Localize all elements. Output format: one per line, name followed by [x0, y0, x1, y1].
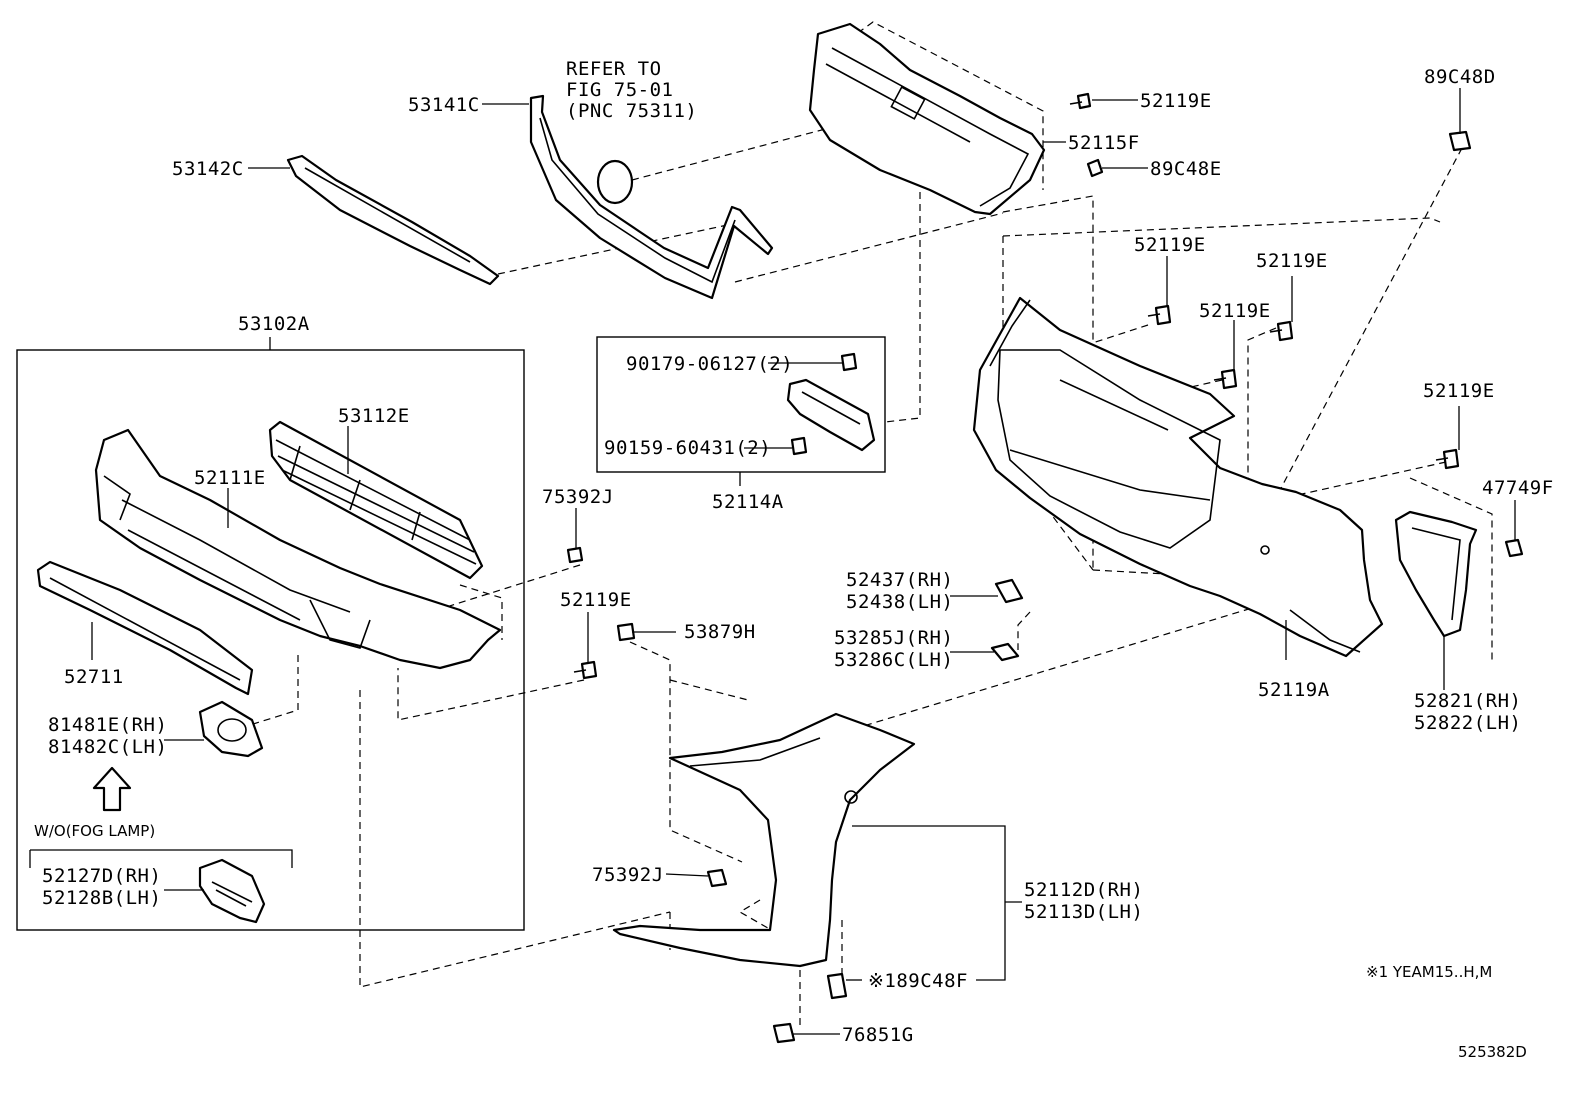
bolt-icon: [1435, 448, 1460, 470]
part-52127D-cover: [198, 858, 266, 924]
clip-icon: [566, 546, 584, 564]
label-53112E: 53112E: [338, 405, 410, 427]
leader-lines: [91, 88, 1516, 1035]
label-wo-fog-lamp: W/O(FOG LAMP): [34, 822, 155, 840]
label-52119A: 52119A: [1258, 679, 1330, 701]
part-81481E-fog-cover: [198, 700, 264, 758]
part-53141C-grille-frame: [529, 94, 774, 300]
label-90179: 90179-06127(2): [626, 353, 793, 375]
label-52119E-d: 52119E: [1423, 380, 1495, 402]
label-75392J-a: 75392J: [542, 486, 614, 508]
part-75311-emblem: [596, 159, 634, 205]
diagram-id: 525382D: [1458, 1043, 1527, 1061]
label-75392J-b: 75392J: [592, 864, 664, 886]
label-52821: 52821(RH): [1414, 690, 1521, 712]
label-52437: 52437(RH): [846, 569, 953, 591]
label-53285J: 53285J(RH): [834, 627, 953, 649]
label-52127D: 52127D(RH): [42, 865, 161, 887]
part-52115F-upper-retainer: [808, 22, 1046, 216]
label-52119E-a: 52119E: [1134, 234, 1206, 256]
part-52711-molding: [36, 560, 254, 696]
label-52114A: 52114A: [712, 491, 784, 513]
assembly-lines: [249, 21, 1493, 1030]
label-81481E: 81481E(RH): [48, 714, 167, 736]
label-52111E: 52111E: [194, 467, 266, 489]
clip-icon: [840, 352, 858, 372]
label-53102A: 53102A: [238, 313, 310, 335]
part-labels: 53141C REFER TO FIG 75-01 (PNC 75311) 53…: [34, 58, 1554, 1061]
label-53141C: 53141C: [408, 94, 480, 116]
label-81482C: 81482C(LH): [48, 736, 167, 758]
footnote: ※1 YEAM15..H,M: [1366, 963, 1492, 981]
clip-icon: [826, 972, 848, 1000]
label-52112D: 52112D(RH): [1024, 879, 1143, 901]
label-89C48E: 89C48E: [1150, 158, 1222, 180]
part-53285J-cap: [990, 642, 1020, 662]
part-52112D-extension: [612, 712, 916, 968]
label-90159: 90159-60431(2): [604, 437, 771, 459]
bolt-icon: [573, 660, 598, 680]
clip-icon: [1448, 130, 1472, 152]
bolt-icon: [1213, 368, 1238, 390]
label-52119E-mid: 52119E: [560, 589, 632, 611]
label-52128B: 52128B(LH): [42, 887, 161, 909]
label-52822: 52822(LH): [1414, 712, 1521, 734]
label-53286C: 53286C(LH): [834, 649, 953, 671]
part-52821-side-spacer: [1394, 510, 1478, 638]
label-52119E-c: 52119E: [1199, 300, 1271, 322]
clip-icon: [772, 1022, 796, 1044]
part-52114A-bracket: [786, 378, 876, 452]
clip-icon: [706, 868, 728, 888]
bolt-icon: [1269, 320, 1294, 342]
label-52119E-top: 52119E: [1140, 90, 1212, 112]
label-76851G: 76851G: [842, 1024, 914, 1046]
label-refer-fig: FIG 75-01: [566, 79, 673, 101]
label-52438: 52438(LH): [846, 591, 953, 613]
part-53112E-lower-grille: [268, 420, 484, 580]
clip-icon: [1504, 538, 1524, 558]
bolt-icon: [1147, 304, 1172, 326]
label-53142C: 53142C: [172, 158, 244, 180]
label-47749F: 47749F: [1482, 477, 1554, 499]
clip-icon: [1086, 158, 1104, 178]
label-53879H: 53879H: [684, 621, 756, 643]
up-arrow-icon: [92, 766, 132, 812]
label-refer-pnc: (PNC 75311): [566, 100, 697, 122]
label-52115F: 52115F: [1068, 132, 1140, 154]
bolt-icon: [1069, 92, 1092, 110]
label-89C48D: 89C48D: [1424, 66, 1496, 88]
part-52111E-grille-assembly: [94, 428, 502, 670]
label-52119E-b: 52119E: [1256, 250, 1328, 272]
label-52711: 52711: [64, 666, 124, 688]
clip-icon: [616, 622, 636, 642]
bolt-icon: [790, 436, 808, 456]
label-52113D: 52113D(LH): [1024, 901, 1143, 923]
label-89C48F: ※189C48F: [868, 970, 968, 992]
part-52119A-bumper-cover: [972, 296, 1384, 658]
part-53142C-molding: [286, 154, 500, 286]
part-52437-cover: [994, 578, 1024, 604]
bracket-group-box: [596, 336, 886, 473]
label-refer-to: REFER TO: [566, 58, 662, 80]
fog-subbox-lines: [29, 849, 293, 868]
